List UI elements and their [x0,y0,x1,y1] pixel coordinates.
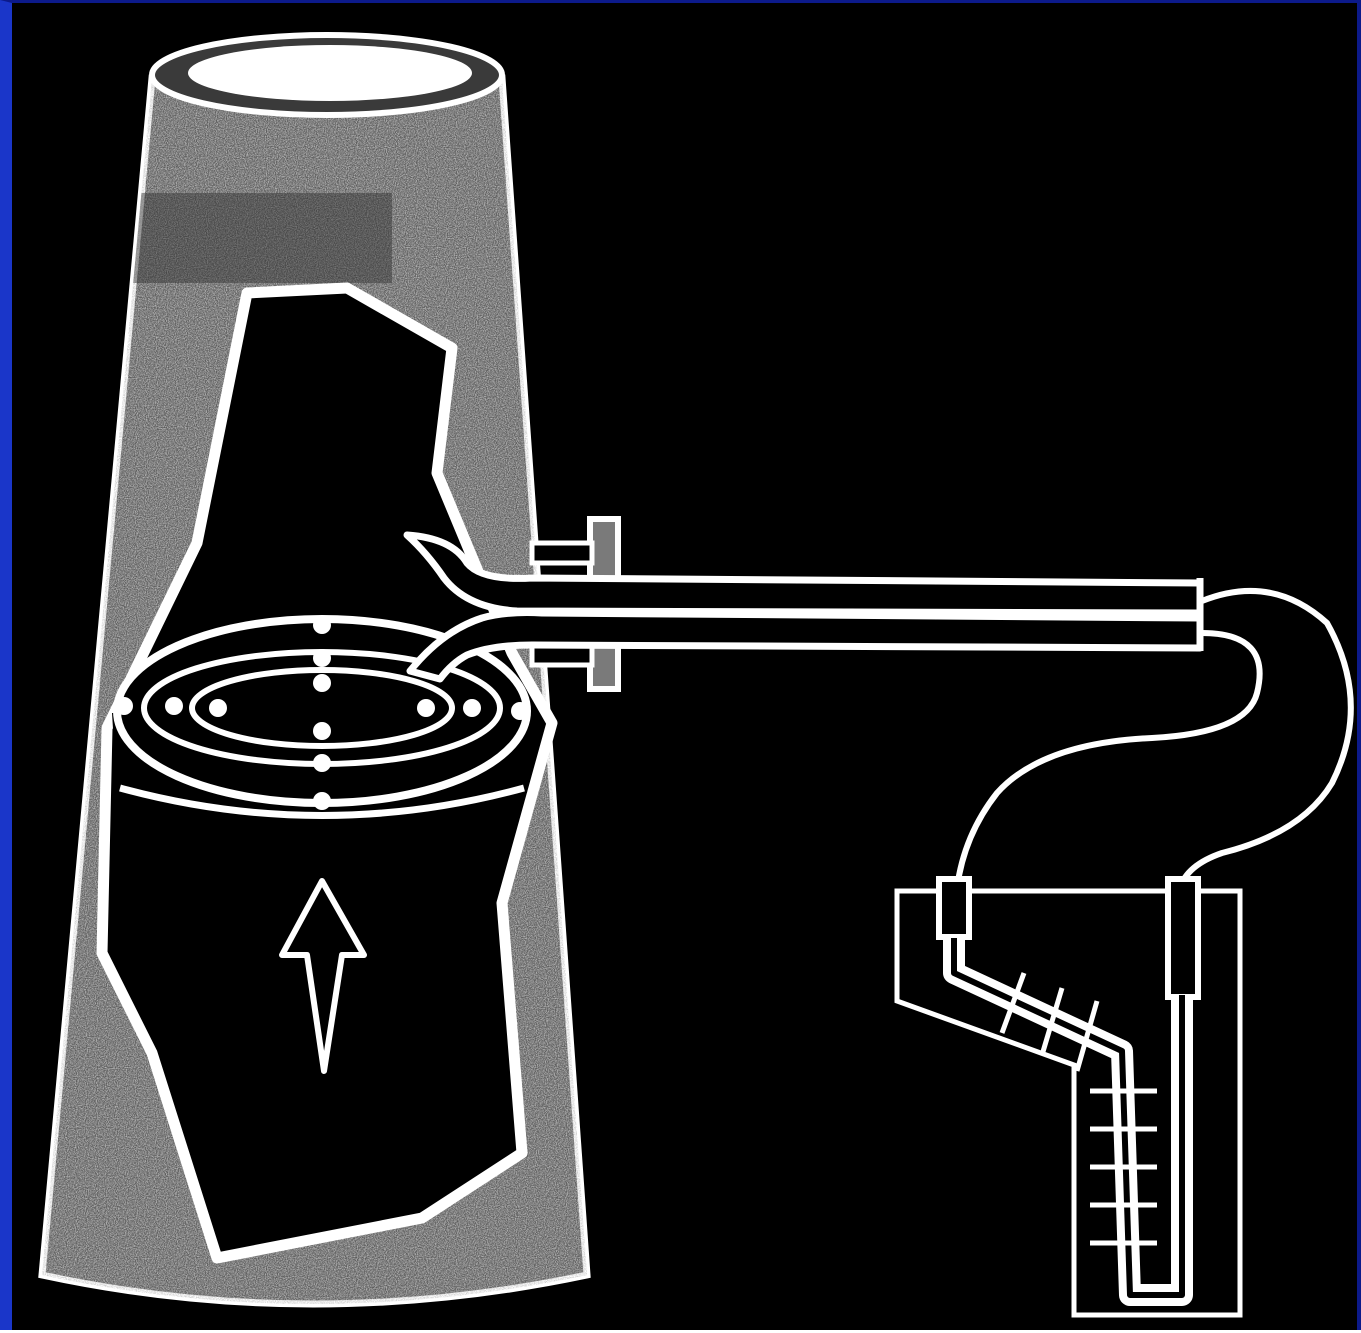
sampling-point [313,649,331,667]
stack-opening [188,45,472,101]
sampling-point [209,699,227,717]
sampling-point [417,699,435,717]
sampling-point [313,616,331,634]
sampling-point [115,697,133,715]
sampling-point [313,722,331,740]
fitting-right [1168,879,1198,997]
fitting-left [939,879,969,937]
sampling-point [313,792,331,810]
sampling-point [511,702,529,720]
sampling-point [313,754,331,772]
sampling-point [463,699,481,717]
hose-lower [957,633,1260,888]
sampling-point [313,674,331,692]
probe-sleeve-top [532,543,592,563]
sampling-point [165,697,183,715]
inclined-manometer-icon [897,879,1240,1315]
stack-sampling-diagram [12,3,1361,1333]
